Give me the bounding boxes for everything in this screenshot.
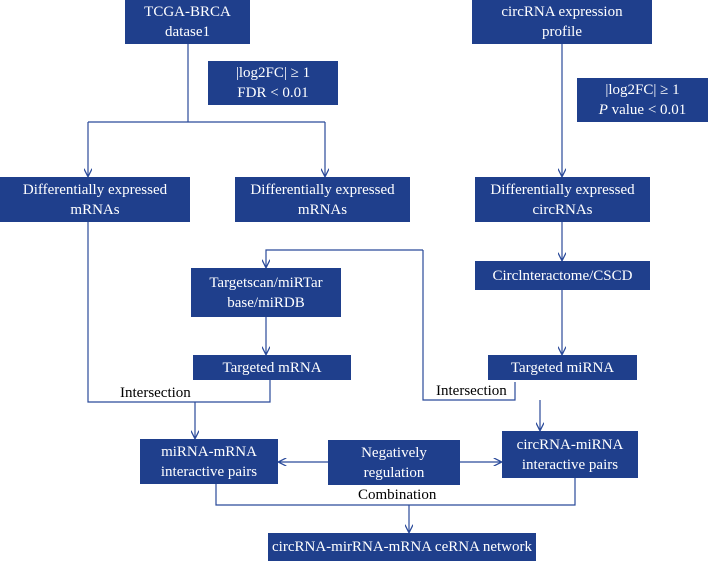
combination-label: Combination xyxy=(358,487,437,503)
arrow-loop-to-targetscan xyxy=(266,249,423,267)
negatively-regulation-box: Negatively regulation xyxy=(328,440,460,485)
circint-line1: Circlnteractome/CSCD xyxy=(492,267,633,284)
mirna-mrna-line2: interactive pairs xyxy=(160,463,258,480)
targetscan-line1: Targetscan/miRTar xyxy=(209,274,323,291)
de-mrnas-left-box: Differentially expressed mRNAs xyxy=(0,177,190,222)
criteria-right-box: |log2FC| ≥ 1 P value < 0.01 xyxy=(577,78,708,122)
circ-mirna-line1: circRNA-miRNA xyxy=(516,436,624,453)
criteria-right-rest: value < 0.01 xyxy=(607,102,687,118)
circ-profile-line2: profile xyxy=(542,24,582,40)
circrna-expression-profile-box: circRNA expression profile xyxy=(472,0,652,44)
intersection-left-label: Intersection xyxy=(120,385,191,401)
cerna-label: circRNA-mirRNA-mRNA ceRNA network xyxy=(272,539,532,555)
circ-profile-line1: circRNA expression xyxy=(501,4,623,20)
line-combination xyxy=(215,478,576,506)
tcga-line1: TCGA-BRCA xyxy=(144,4,231,20)
dem-left-line2: mRNAs xyxy=(70,201,120,218)
targetscan-box: Targetscan/miRTar base/miRDB xyxy=(191,268,341,317)
targetscan-line2: base/miRDB xyxy=(227,294,305,311)
criteria-left-line2: FDR < 0.01 xyxy=(237,85,309,101)
de-mrnas-mid-box: Differentially expressed mRNAs xyxy=(235,177,410,222)
intersection-right-label: Intersection xyxy=(436,383,507,399)
dec-line1: Differentially expressed xyxy=(490,181,635,198)
line-mirna-loop xyxy=(422,250,516,401)
mirna-mrna-pairs-box: miRNA-mRNA interactive pairs xyxy=(140,439,278,484)
circinteractome-box: Circlnteractome/CSCD xyxy=(475,261,650,290)
de-circrnas-box: Differentially expressed circRNAs xyxy=(475,177,650,222)
neg-reg-line2: regulation xyxy=(363,464,425,481)
dem-mid-line2: mRNAs xyxy=(297,201,348,218)
tcga-line2: datase1 xyxy=(165,24,210,40)
targeted-mirna-box: Targeted miRNA xyxy=(488,355,637,380)
criteria-left-box: |log2FC| ≥ 1 FDR < 0.01 xyxy=(208,61,338,105)
dem-left-line1: Differentially expressed xyxy=(22,181,168,198)
criteria-right-p: P xyxy=(598,102,608,118)
tcga-brca-box: TCGA-BRCA datase1 xyxy=(125,0,250,44)
neg-reg-line1: Negatively xyxy=(361,444,427,461)
dem-mid-line1: Differentially expressed xyxy=(250,181,395,198)
mirna-mrna-line1: miRNA-mRNA xyxy=(161,443,257,460)
targeted-mrna-label: Targeted mRNA xyxy=(222,359,322,376)
line-intersection-left xyxy=(87,222,271,403)
dec-line2: circRNAs xyxy=(532,201,593,218)
targeted-mirna-label: Targeted miRNA xyxy=(510,359,615,376)
targeted-mrna-box: Targeted mRNA xyxy=(193,355,351,380)
circ-mirna-line2: interactive pairs xyxy=(521,456,619,473)
criteria-right-line1: |log2FC| ≥ 1 xyxy=(605,82,680,98)
criteria-left-line1: |log2FC| ≥ 1 xyxy=(235,65,311,81)
cerna-network-box: circRNA-mirRNA-mRNA ceRNA network xyxy=(268,533,536,561)
circrna-mirna-pairs-box: circRNA-miRNA interactive pairs xyxy=(502,431,638,478)
criteria-right-line2: P value < 0.01 xyxy=(599,100,687,120)
